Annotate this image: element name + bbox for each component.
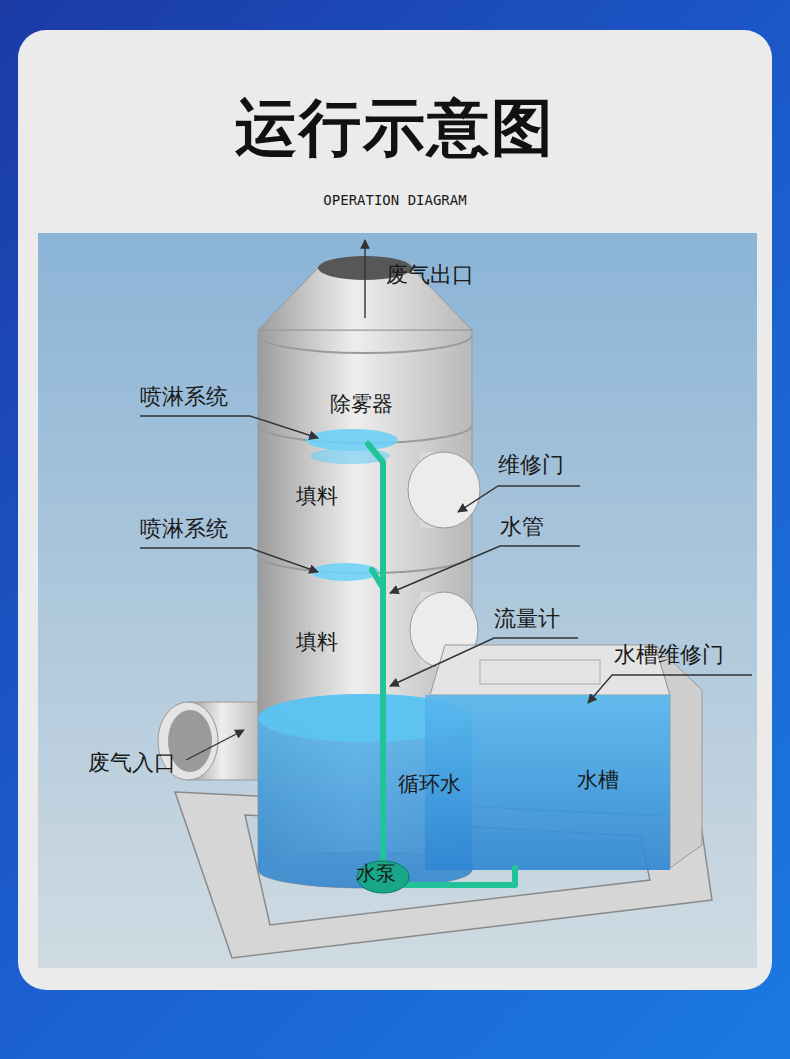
water-pipe xyxy=(368,444,383,862)
callout-label: 废气出口 xyxy=(386,262,474,287)
leader-line xyxy=(458,486,580,512)
sky-ground xyxy=(38,233,757,968)
callout-label: 水槽维修门 xyxy=(614,642,724,667)
water-pump xyxy=(357,861,409,893)
water-tank xyxy=(425,645,702,870)
maintenance-door xyxy=(408,452,480,528)
leader-line xyxy=(390,638,578,686)
part-label: 水泵 xyxy=(356,862,396,885)
water-pump xyxy=(357,861,409,893)
leader-line xyxy=(140,416,318,438)
water-pipe xyxy=(405,868,515,885)
callout-label: 废气入口 xyxy=(88,750,176,775)
leader-line xyxy=(588,675,752,703)
part-label: 填料 xyxy=(296,484,338,508)
leader-line xyxy=(140,240,752,760)
tower-body xyxy=(258,335,472,353)
leader-line xyxy=(140,548,318,572)
water-pipe xyxy=(368,444,515,885)
maintenance-door xyxy=(408,452,480,668)
part-label: 填料 xyxy=(296,630,338,654)
water-tank xyxy=(425,695,670,870)
callout-label: 流量计 xyxy=(494,606,560,631)
leader-line xyxy=(186,730,244,760)
subtitle: OPERATION DIAGRAM xyxy=(323,192,466,208)
callout-label: 喷淋系统 xyxy=(140,384,228,409)
leader-line xyxy=(364,240,365,318)
leader-line xyxy=(390,546,580,593)
page-title: 运行示意图 xyxy=(235,92,555,163)
part-label: 水槽 xyxy=(577,768,619,792)
water-tank xyxy=(480,660,600,684)
callout-label: 维修门 xyxy=(498,452,564,477)
spray-disc xyxy=(306,429,398,451)
water-pipe xyxy=(372,570,383,588)
callout-label: 喷淋系统 xyxy=(140,516,228,541)
part-label: 循环水 xyxy=(398,772,461,796)
part-label: 除雾器 xyxy=(330,392,393,416)
callout-label: 水管 xyxy=(500,514,544,539)
spray-disc xyxy=(311,563,379,581)
